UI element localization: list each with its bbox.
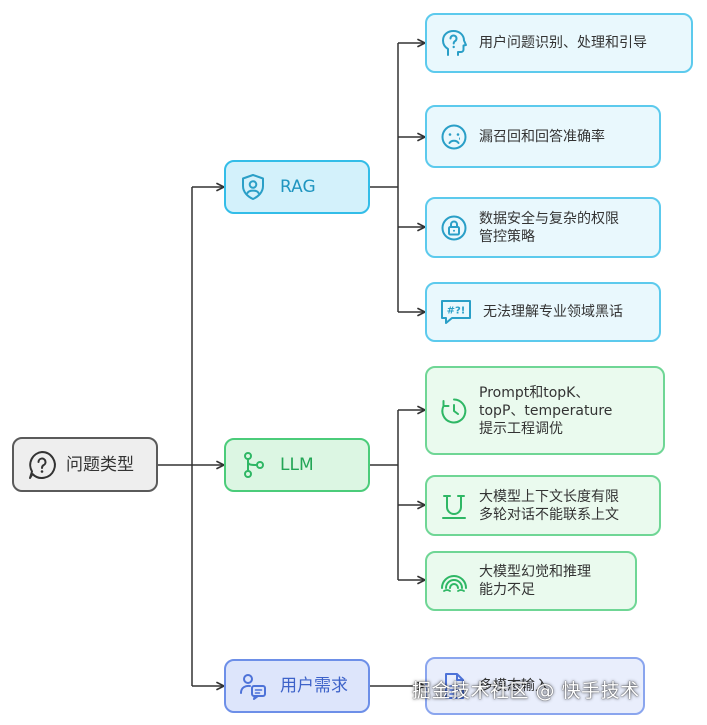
user-item-label: 多模态输入 xyxy=(479,678,549,694)
llm-item-hallucination[interactable]: 大模型幻觉和推理 能力不足 xyxy=(425,551,637,611)
history-icon xyxy=(439,396,469,426)
category-user-needs[interactable]: 用户需求 xyxy=(224,659,370,713)
svg-text:#?!: #?! xyxy=(447,306,466,317)
llm-item-context-length[interactable]: 大模型上下文长度有限 多轮对话不能联系上文 xyxy=(425,475,661,536)
document-icon xyxy=(439,671,469,701)
category-user-needs-label: 用户需求 xyxy=(280,676,348,696)
branch-icon xyxy=(238,450,268,480)
rainbow-icon xyxy=(439,566,469,596)
category-rag[interactable]: RAG xyxy=(224,160,370,214)
lock-icon xyxy=(439,213,469,243)
rag-item-recall-accuracy[interactable]: 漏召回和回答准确率 xyxy=(425,105,661,168)
category-llm[interactable]: LLM xyxy=(224,438,370,492)
sad-face-icon xyxy=(439,122,469,152)
rag-item-question-handling[interactable]: 用户问题识别、处理和引导 xyxy=(425,13,693,73)
llm-item-label: Prompt和topK、 topP、temperature 提示工程调优 xyxy=(479,384,613,437)
rag-item-label: 用户问题识别、处理和引导 xyxy=(479,35,647,51)
root-label: 问题类型 xyxy=(66,454,134,475)
question-head-icon xyxy=(439,28,469,58)
rag-item-domain-jargon[interactable]: #?! 无法理解专业领域黑话 xyxy=(425,282,661,342)
rag-item-label: 无法理解专业领域黑话 xyxy=(483,304,623,320)
llm-item-prompt-tuning[interactable]: Prompt和topK、 topP、temperature 提示工程调优 xyxy=(425,366,665,455)
category-rag-label: RAG xyxy=(280,177,316,197)
rag-item-label: 漏召回和回答准确率 xyxy=(479,128,605,145)
root-node[interactable]: 问题类型 xyxy=(12,437,158,492)
user-item-multimodal-input[interactable]: 多模态输入 xyxy=(425,657,645,715)
rag-item-data-security[interactable]: 数据安全与复杂的权限 管控策略 xyxy=(425,197,661,258)
rag-item-label: 数据安全与复杂的权限 管控策略 xyxy=(479,210,619,245)
help-bubble-icon xyxy=(26,449,58,481)
category-llm-label: LLM xyxy=(280,455,314,475)
llm-item-label: 大模型幻觉和推理 能力不足 xyxy=(479,564,591,598)
shield-user-icon xyxy=(238,172,268,202)
magnet-icon xyxy=(439,491,469,521)
watermark: 掘金技术社区 @ 快手技术 xyxy=(412,680,640,702)
jargon-bubble-icon: #?! xyxy=(439,297,473,327)
user-chat-icon xyxy=(238,671,268,701)
llm-item-label: 大模型上下文长度有限 多轮对话不能联系上文 xyxy=(479,488,619,523)
